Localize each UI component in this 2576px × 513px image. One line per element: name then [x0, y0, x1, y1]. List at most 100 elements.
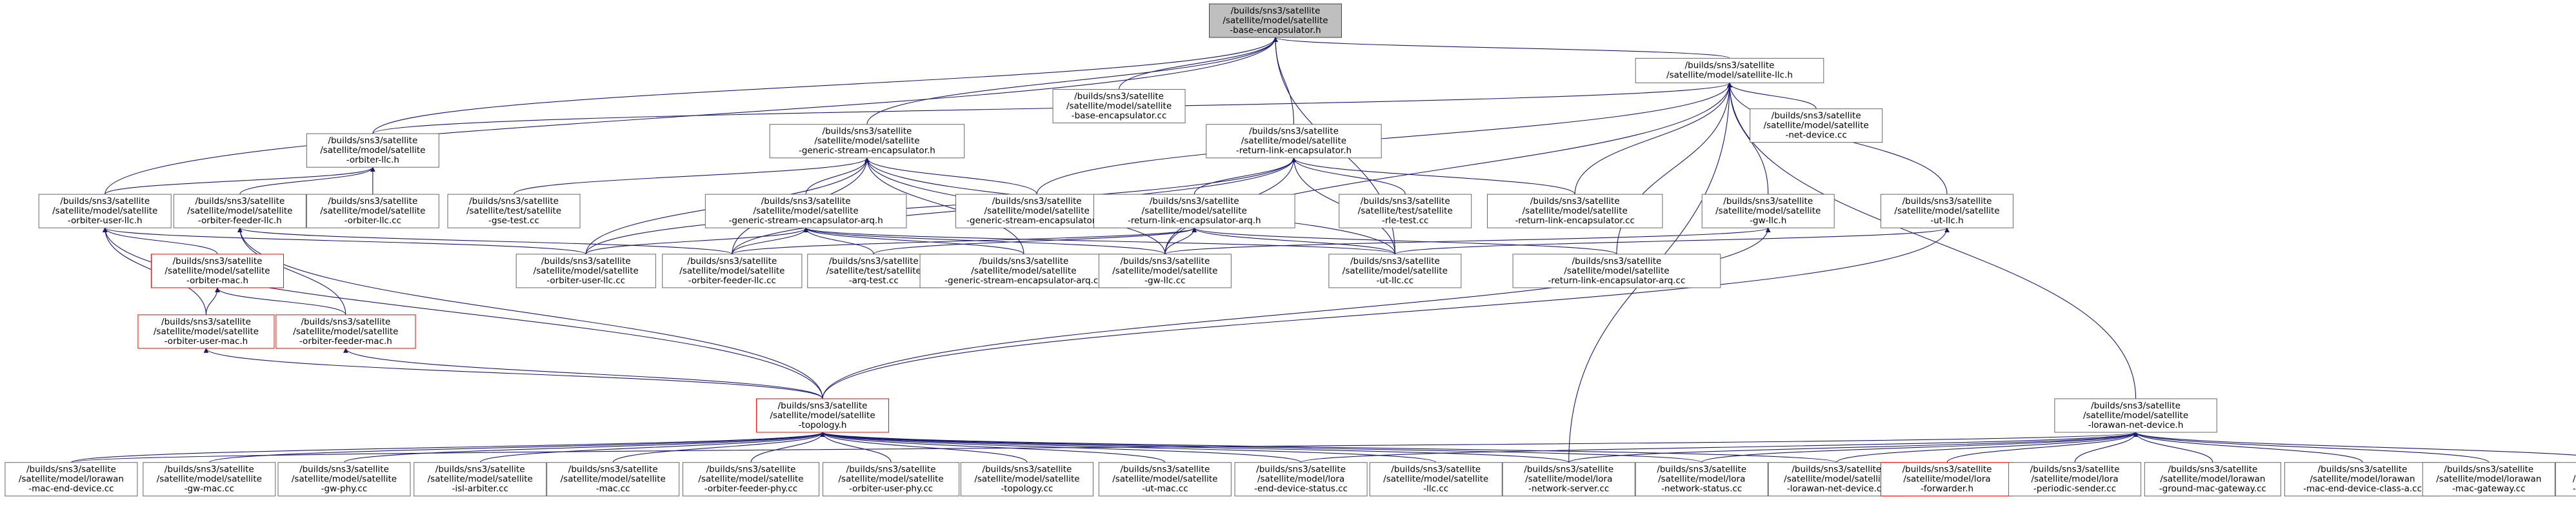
file-node-orbiter-feeder-llc-cc[interactable]: /builds/sns3/satellite/satellite/model/s… — [662, 254, 803, 288]
file-node-orbiter-feeder-mac-h[interactable]: /builds/sns3/satellite/satellite/model/s… — [275, 314, 416, 349]
file-node-gse-enc-h[interactable]: /builds/sns3/satellite/satellite/model/s… — [769, 124, 965, 159]
file-node-gw-mac-cc[interactable]: /builds/sns3/satellite/satellite/model/s… — [143, 462, 276, 497]
file-node-orbiter-user-phy-cc[interactable]: /builds/sns3/satellite/satellite/model/s… — [823, 462, 960, 497]
file-node-label-line: /satellite/model/satellite — [293, 327, 398, 337]
file-node-orbiter-llc-cc[interactable]: /builds/sns3/satellite/satellite/model/s… — [306, 194, 439, 228]
file-node-gse-arq-h[interactable]: /builds/sns3/satellite/satellite/model/s… — [704, 194, 907, 228]
file-node-topology-h[interactable]: /builds/sns3/satellite/satellite/model/s… — [756, 398, 890, 433]
include-edge — [1701, 432, 2139, 463]
file-node-label-line: -orbiter-llc.cc — [344, 216, 401, 226]
file-node-label-line: /builds/sns3/satellite — [1524, 465, 1613, 475]
file-node-box — [2422, 462, 2555, 497]
file-node-gse-enc-cc[interactable]: /builds/sns3/satellite/satellite/model/s… — [955, 194, 1119, 228]
file-node-ut-mac-cc[interactable]: /builds/sns3/satellite/satellite/model/s… — [1098, 462, 1232, 497]
file-node-label-line: /satellite/model/satellite — [292, 474, 397, 485]
file-node-sat-llc-cc[interactable]: /builds/sns3/satellite/satellite/model/s… — [1369, 462, 1503, 497]
file-node-orbiter-mac-h[interactable]: /builds/sns3/satellite/satellite/model/s… — [151, 254, 285, 288]
file-node-lw-orbiter-mac-gw-cc[interactable]: /builds/sns3/satellite/satellite/model/l… — [2555, 462, 2576, 497]
file-node-label-line: /satellite/model/satellite — [839, 474, 944, 485]
include-edge — [864, 157, 1037, 195]
file-node-rl-enc-cc[interactable]: /builds/sns3/satellite/satellite/model/s… — [1486, 194, 1663, 228]
file-node-box — [1881, 194, 2014, 228]
file-node-label-line: -mac-end-device-class-a.cc — [2303, 484, 2422, 494]
file-node-lw-mac-end-device-class-a-cc[interactable]: /builds/sns3/satellite/satellite/model/l… — [2284, 462, 2441, 497]
file-node-label-line: /builds/sns3/satellite — [568, 465, 658, 475]
file-node-box — [1512, 254, 1721, 288]
file-node-label-line: -generic-stream-encapsulator-arq.h — [729, 216, 883, 226]
file-node-lorawan-nd-h[interactable]: /builds/sns3/satellite/satellite/model/s… — [2054, 398, 2217, 433]
file-node-box — [1750, 108, 1883, 143]
file-node-llc-h[interactable]: /builds/sns3/satellite/satellite/model/s… — [1635, 57, 1824, 83]
file-node-base-h[interactable]: /builds/sns3/satellite/satellite/model/s… — [1208, 3, 1342, 38]
file-node-box — [447, 194, 581, 228]
file-node-label-line: /builds/sns3/satellite — [60, 196, 150, 206]
file-node-lw-ground-mac-gw-cc[interactable]: /builds/sns3/satellite/satellite/model/l… — [2144, 462, 2281, 497]
file-node-box — [1502, 462, 1635, 497]
file-node-net-device-cc[interactable]: /builds/sns3/satellite/satellite/model/s… — [1750, 108, 1883, 143]
file-node-lora-network-server-cc[interactable]: /builds/sns3/satellite/satellite/model/l… — [1502, 462, 1635, 497]
include-edge — [372, 82, 1732, 134]
include-edge — [803, 227, 1024, 255]
include-edge — [513, 157, 870, 195]
file-node-label-line: /satellite/model/lora — [2031, 474, 2118, 485]
file-node-label-line: -isl-arbiter.cc — [452, 484, 508, 494]
file-node-label-line: -mac.cc — [596, 484, 630, 494]
file-node-lora-end-device-status-cc[interactable]: /builds/sns3/satellite/satellite/model/l… — [1234, 462, 1368, 497]
file-node-label-line: -lorawan-net-device.cc — [1787, 484, 1886, 494]
file-node-label-line: -ground-mac-gateway.cc — [2159, 484, 2266, 494]
file-node-isl-arbiter-cc[interactable]: /builds/sns3/satellite/satellite/model/s… — [414, 462, 547, 497]
file-node-label-line: -mac-end-device.cc — [28, 484, 114, 494]
file-node-mac-cc[interactable]: /builds/sns3/satellite/satellite/model/s… — [546, 462, 680, 497]
file-node-gw-llc-cc[interactable]: /builds/sns3/satellite/satellite/model/s… — [1098, 254, 1232, 288]
include-edge — [585, 157, 1297, 254]
file-node-arq-test-cc[interactable]: /builds/sns3/satellite/satellite/test/sa… — [807, 254, 941, 288]
file-node-box — [2284, 462, 2441, 497]
file-node-gse-arq-cc[interactable]: /builds/sns3/satellite/satellite/model/s… — [919, 254, 1128, 288]
include-edge — [103, 227, 586, 255]
file-node-box — [1339, 194, 1472, 228]
file-node-lw-mac-gateway-cc[interactable]: /builds/sns3/satellite/satellite/model/l… — [2422, 462, 2555, 497]
file-node-label-line: /satellite/model/lorawan — [2160, 474, 2265, 485]
file-node-orbiter-feeder-phy-cc[interactable]: /builds/sns3/satellite/satellite/model/s… — [682, 462, 820, 497]
file-node-topology-cc[interactable]: /builds/sns3/satellite/satellite/model/s… — [960, 462, 1093, 497]
file-node-lora-periodic-sender-cc[interactable]: /builds/sns3/satellite/satellite/model/l… — [2008, 462, 2142, 497]
file-node-lora-forwarder-h[interactable]: /builds/sns3/satellite/satellite/model/l… — [1881, 462, 2014, 497]
file-node-orbiter-user-llc-cc[interactable]: /builds/sns3/satellite/satellite/model/s… — [515, 254, 656, 288]
file-node-label-line: /satellite/model/satellite — [534, 266, 639, 276]
file-node-rl-arq-h[interactable]: /builds/sns3/satellite/satellite/model/s… — [1093, 194, 1295, 228]
file-node-lora-network-status-cc[interactable]: /builds/sns3/satellite/satellite/model/l… — [1635, 462, 1768, 497]
file-node-rl-arq-cc[interactable]: /builds/sns3/satellite/satellite/model/s… — [1512, 254, 1721, 288]
include-edge — [237, 227, 823, 399]
file-node-gw-phy-cc[interactable]: /builds/sns3/satellite/satellite/model/s… — [277, 462, 411, 497]
file-node-lw-mac-end-device-cc[interactable]: /builds/sns3/satellite/satellite/model/l… — [5, 462, 138, 497]
file-node-label-line: /builds/sns3/satellite — [979, 256, 1069, 267]
file-node-base-cc[interactable]: /builds/sns3/satellite/satellite/model/s… — [1052, 89, 1186, 124]
file-node-label-line: /satellite/model/lora — [1658, 474, 1745, 485]
file-node-label-line: /builds/sns3/satellite — [1792, 465, 1881, 475]
file-node-label-line: /satellite/model/lorawan — [2310, 474, 2415, 485]
file-node-label-line: /builds/sns3/satellite — [1249, 126, 1339, 137]
file-node-rle-test-cc[interactable]: /builds/sns3/satellite/satellite/test/sa… — [1339, 194, 1472, 228]
file-node-box — [1098, 254, 1232, 288]
file-node-box — [1635, 57, 1824, 83]
file-node-label-line: /satellite/model/satellite — [754, 206, 859, 216]
include-edge — [805, 157, 870, 195]
file-node-label-line: /builds/sns3/satellite — [1685, 60, 1775, 70]
include-edge — [1727, 82, 2137, 399]
file-node-gse-test-cc[interactable]: /builds/sns3/satellite/satellite/test/sa… — [447, 194, 581, 228]
include-edge — [102, 227, 823, 399]
file-node-gw-llc-h[interactable]: /builds/sns3/satellite/satellite/model/s… — [1701, 194, 1835, 228]
file-node-orbiter-user-llc-h[interactable]: /builds/sns3/satellite/satellite/model/s… — [38, 194, 172, 228]
file-node-label-line: /satellite/model/satellite — [770, 410, 875, 421]
file-node-orbiter-user-mac-h[interactable]: /builds/sns3/satellite/satellite/model/s… — [137, 314, 275, 349]
file-node-label-line: /satellite/test/satellite — [1358, 206, 1453, 216]
file-node-orbiter-llc-h[interactable]: /builds/sns3/satellite/satellite/model/s… — [306, 133, 439, 168]
file-node-box — [1234, 462, 1368, 497]
file-node-rl-enc-h[interactable]: /builds/sns3/satellite/satellite/model/s… — [1206, 124, 1382, 159]
file-node-orbiter-feeder-llc-h[interactable]: /builds/sns3/satellite/satellite/model/s… — [173, 194, 306, 228]
file-node-ut-llc-h[interactable]: /builds/sns3/satellite/satellite/model/s… — [1881, 194, 2014, 228]
file-node-label-line: /satellite/model/satellite — [154, 327, 259, 337]
file-node-label-line: /builds/sns3/satellite — [1657, 465, 1746, 475]
file-node-ut-llc-cc[interactable]: /builds/sns3/satellite/satellite/model/s… — [1328, 254, 1462, 288]
